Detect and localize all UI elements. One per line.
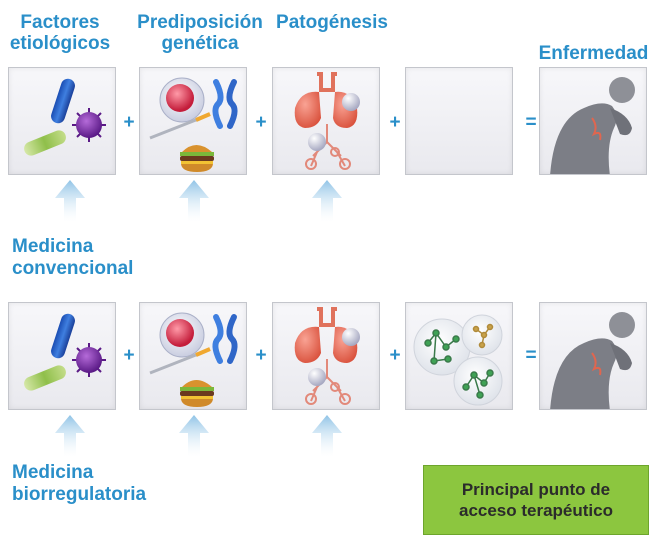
equals-sign: = bbox=[525, 345, 537, 366]
header-factores-line2: etiológicos bbox=[9, 33, 111, 54]
panel-etiologic-factors-2 bbox=[8, 302, 116, 410]
burger-icon bbox=[180, 380, 214, 407]
label-biorregulatoria-line2: biorregulatoria bbox=[12, 484, 147, 505]
plus-sign: + bbox=[255, 345, 267, 366]
lungs-icon bbox=[294, 307, 360, 405]
up-arrow-icon bbox=[312, 180, 342, 222]
plus-sign: + bbox=[123, 345, 135, 366]
header-enfermedad: Enfermedad bbox=[538, 43, 649, 64]
label-biorregulatoria-line1: Medicina bbox=[12, 462, 94, 483]
label-medicina-convencional: Medicina convencional bbox=[12, 236, 133, 280]
callout-text: Principal punto de acceso terapéutico bbox=[458, 480, 613, 520]
panel-disease-2 bbox=[539, 302, 647, 410]
label-convencional-line1: Medicina bbox=[12, 236, 94, 257]
panel-etiologic-factors bbox=[8, 67, 116, 175]
panel-pathogenesis bbox=[272, 67, 380, 175]
callout-therapeutic-access: Principal punto de acceso terapéutico bbox=[423, 465, 649, 535]
panel-disease bbox=[539, 67, 647, 175]
header-predisposicion-line1: Prediposición bbox=[137, 12, 263, 33]
patient-icon bbox=[550, 312, 635, 409]
panel-empty bbox=[405, 67, 513, 175]
up-arrow-icon bbox=[179, 415, 209, 457]
up-arrow-icon bbox=[312, 415, 342, 457]
up-arrow-icon bbox=[55, 415, 85, 457]
header-patogenesis: Patogénesis bbox=[276, 12, 388, 33]
up-arrow-icon bbox=[55, 180, 85, 222]
cell-chromosome-burger-icon bbox=[149, 312, 238, 407]
bacteria-icon bbox=[24, 78, 106, 156]
label-convencional-line2: convencional bbox=[12, 258, 134, 279]
plus-sign: + bbox=[123, 112, 135, 133]
header-factores-line1: Factores bbox=[20, 12, 100, 33]
header-factores-etiologicos: Factores etiológicos bbox=[5, 12, 115, 54]
panel-pathogenesis-2 bbox=[272, 302, 380, 410]
panel-network-regulation bbox=[405, 302, 513, 410]
plus-sign: + bbox=[389, 345, 401, 366]
up-arrow-icon bbox=[179, 180, 209, 222]
equals-sign: = bbox=[525, 112, 537, 133]
burger-icon bbox=[180, 145, 214, 172]
patient-icon bbox=[550, 77, 635, 174]
label-medicina-biorregulatoria: Medicina biorregulatoria bbox=[12, 462, 146, 506]
cell-chromosome-burger-icon bbox=[149, 77, 238, 172]
lungs-icon bbox=[294, 72, 360, 170]
plus-sign: + bbox=[389, 112, 401, 133]
panel-genetic-predisposition-2 bbox=[139, 302, 247, 410]
header-predisposicion-line2: genética bbox=[161, 33, 239, 54]
plus-sign: + bbox=[255, 112, 267, 133]
network-icon bbox=[413, 314, 503, 406]
header-predisposicion-genetica: Prediposición genética bbox=[136, 12, 264, 54]
bacteria-icon bbox=[24, 313, 106, 391]
panel-genetic-predisposition bbox=[139, 67, 247, 175]
